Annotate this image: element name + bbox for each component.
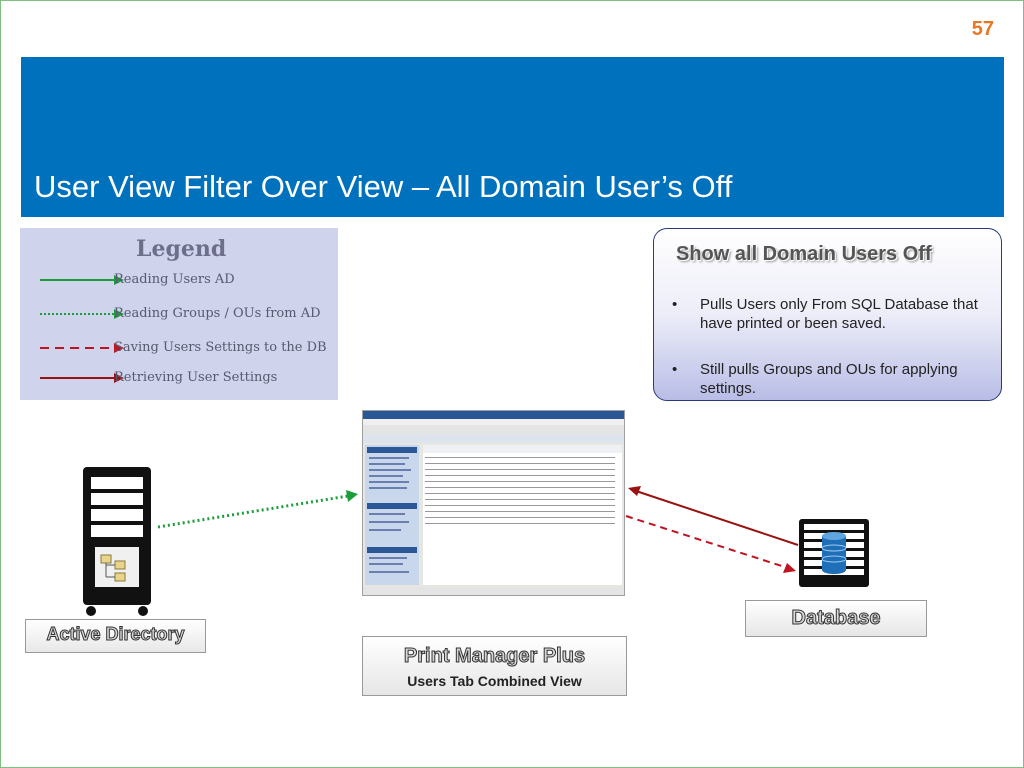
bullet-icon: • [672, 296, 678, 313]
legend-item-reading-groups: Reading Groups / OUs from AD [20, 304, 338, 324]
dotted-green-arrow-icon [40, 309, 124, 319]
print-manager-sublabel: Users Tab Combined View [407, 673, 582, 689]
active-directory-label-box: Active Directory [25, 619, 206, 653]
legend-label: Reading Users AD [114, 272, 235, 287]
legend-item-reading-users: Reading Users AD [20, 270, 338, 290]
database-cylinder-icon [799, 519, 869, 587]
dashed-red-arrow-icon [40, 343, 124, 353]
active-directory-label: Active Directory [46, 624, 185, 645]
callout-box: Show all Domain Users Off • Pulls Users … [653, 228, 1002, 401]
solid-red-arrow-icon [40, 373, 124, 383]
legend-title: Legend [136, 236, 227, 262]
print-manager-label-box: Print Manager Plus Users Tab Combined Vi… [362, 636, 627, 696]
database-label-box: Database [745, 600, 927, 637]
legend-panel: Legend Reading Users AD Reading Groups /… [20, 228, 338, 400]
print-manager-screenshot [362, 410, 625, 596]
legend-label: Saving Users Settings to the DB [114, 340, 327, 355]
print-manager-label: Print Manager Plus [403, 645, 586, 668]
application-window-icon [363, 411, 624, 595]
slide-title: User View Filter Over View – All Domain … [34, 169, 733, 204]
legend-label: Retrieving User Settings [114, 370, 278, 385]
legend-item-retrieving-settings: Retrieving User Settings [20, 368, 338, 388]
bullet-icon: • [672, 361, 678, 378]
legend-label: Reading Groups / OUs from AD [114, 306, 321, 321]
database-label: Database [791, 607, 881, 630]
title-banner: User View Filter Over View – All Domain … [21, 57, 1004, 217]
legend-item-saving-settings: Saving Users Settings to the DB [20, 338, 338, 358]
server-tower-icon [83, 467, 151, 616]
page-number: 57 [971, 18, 994, 40]
callout-title: Show all Domain Users Off [676, 243, 932, 265]
solid-green-arrow-icon [40, 275, 124, 285]
